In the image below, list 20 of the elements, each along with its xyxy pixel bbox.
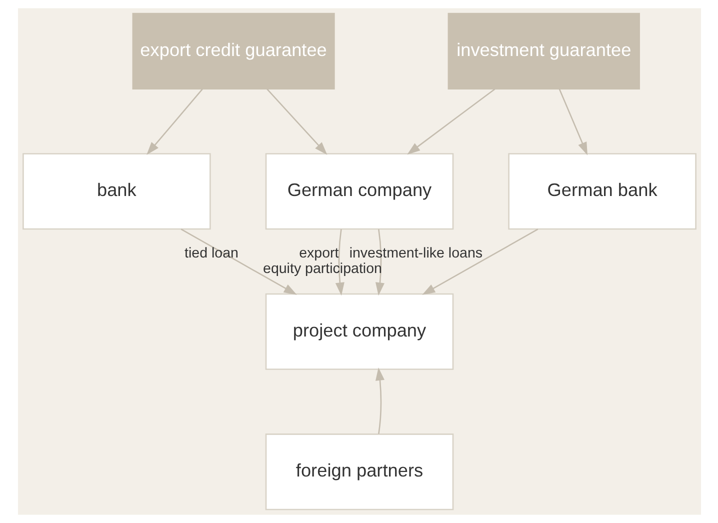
edge-label: export bbox=[298, 246, 338, 262]
arrow bbox=[558, 88, 587, 156]
node-box: German company bbox=[264, 153, 454, 230]
arrow bbox=[146, 88, 203, 155]
arrow bbox=[374, 229, 384, 296]
arrow bbox=[406, 88, 495, 155]
node-box: foreign partners bbox=[264, 434, 454, 510]
arrow bbox=[422, 228, 538, 295]
node-box: project company bbox=[264, 293, 454, 370]
arrow bbox=[266, 88, 327, 155]
arrow bbox=[180, 228, 296, 295]
edge-label: equity participation bbox=[262, 261, 382, 278]
node-box: bank bbox=[22, 153, 210, 230]
node-box: investment guarantee bbox=[447, 12, 640, 90]
node-box: export credit guarantee bbox=[132, 12, 334, 90]
edge-label: investment-like loans bbox=[348, 245, 482, 262]
node-box: German bank bbox=[508, 153, 696, 230]
arrow bbox=[334, 229, 344, 296]
arrow bbox=[374, 368, 384, 434]
edge-label: tied loan bbox=[184, 245, 238, 262]
